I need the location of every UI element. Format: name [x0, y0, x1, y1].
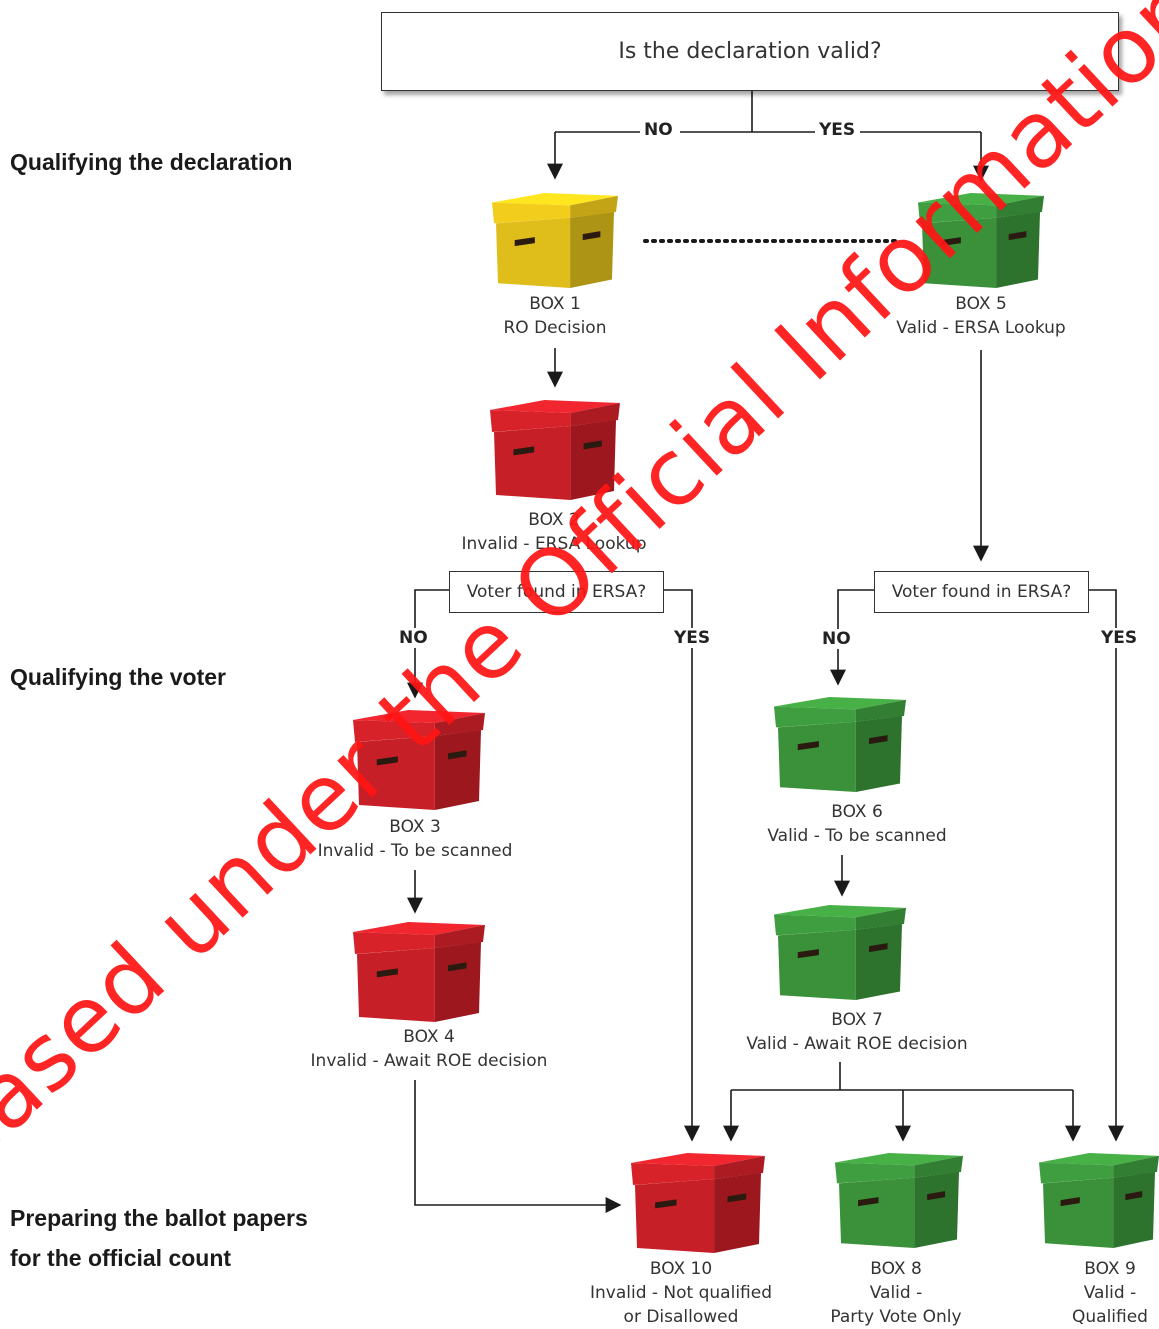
box4-title: BOX 4 — [403, 1027, 455, 1047]
branch-no-top: NO — [640, 120, 677, 140]
box1-desc: RO Decision — [503, 318, 607, 338]
box10-desc-2: or Disallowed — [623, 1307, 739, 1327]
box4-desc: Invalid - Await ROE decision — [310, 1051, 548, 1071]
box10-icon — [631, 1153, 765, 1253]
box2-title: BOX 2 — [528, 510, 580, 530]
box8-label: BOX 8 Valid - Party Vote Only — [806, 1257, 986, 1329]
section-preparing-ballot-2: for the official count — [10, 1245, 232, 1271]
box9-desc-1: Valid - — [1083, 1283, 1137, 1303]
box4-icon — [353, 922, 485, 1022]
box2-desc: Invalid - ERSA Lookup — [461, 534, 647, 554]
arrow-right-no — [830, 589, 874, 686]
branch-yes-right: YES — [1097, 628, 1142, 648]
section-qualifying-voter: Qualifying the voter — [10, 664, 226, 690]
box5-label: BOX 5 Valid - ERSA Lookup — [861, 292, 1101, 340]
box6-label: BOX 6 Valid - To be scanned — [737, 800, 977, 848]
box9-label: BOX 9 Valid - Qualified — [1062, 1257, 1158, 1329]
box3-icon — [353, 710, 485, 810]
box2-label: BOX 2 Invalid - ERSA Lookup — [434, 508, 674, 556]
branch-yes-left: YES — [670, 628, 715, 648]
box3-title: BOX 3 — [389, 817, 441, 837]
voter-question-right: Voter found in ERSA? — [874, 571, 1089, 613]
box7-label: BOX 7 Valid - Await ROE decision — [717, 1008, 997, 1056]
box8-desc-1: Valid - — [869, 1283, 923, 1303]
declaration-question: Is the declaration valid? — [381, 12, 1119, 91]
branch-yes-top: YES — [815, 120, 860, 140]
box1-icon — [492, 193, 618, 288]
arrow-left-no — [407, 589, 449, 699]
box8-icon — [835, 1153, 963, 1248]
box7-title: BOX 7 — [831, 1010, 883, 1030]
arrow-right-yes-to-box9 — [1089, 589, 1124, 1142]
box6-title: BOX 6 — [831, 802, 883, 822]
box8-title: BOX 8 — [870, 1259, 922, 1279]
box10-title: BOX 10 — [649, 1259, 713, 1279]
voter-question-right-text: Voter found in ERSA? — [891, 582, 1072, 602]
box9-title: BOX 9 — [1084, 1259, 1136, 1279]
voter-question-left: Voter found in ERSA? — [449, 571, 664, 613]
branch-no-left: NO — [395, 628, 432, 648]
voter-question-left-text: Voter found in ERSA? — [466, 582, 647, 602]
section-qualifying-declaration: Qualifying the declaration — [10, 149, 293, 175]
box10-label: BOX 10 Invalid - Not qualified or Disall… — [571, 1257, 791, 1329]
declaration-question-text: Is the declaration valid? — [618, 39, 882, 64]
box3-label: BOX 3 Invalid - To be scanned — [295, 815, 535, 863]
box8-desc-2: Party Vote Only — [830, 1307, 962, 1327]
box5-desc: Valid - ERSA Lookup — [896, 318, 1066, 338]
box3-desc: Invalid - To be scanned — [317, 841, 513, 861]
arrow-left-yes-to-box10 — [663, 589, 700, 1142]
box10-desc-1: Invalid - Not qualified — [589, 1283, 773, 1303]
box2-icon — [490, 400, 620, 500]
box6-icon — [774, 697, 906, 792]
box5-title: BOX 5 — [955, 294, 1007, 314]
box9-icon — [1039, 1153, 1159, 1248]
box1-title: BOX 1 — [529, 294, 581, 314]
box1-label: BOX 1 RO Decision — [455, 292, 655, 340]
box9-desc-2: Qualified — [1072, 1307, 1148, 1327]
box5-icon — [918, 193, 1044, 288]
box4-label: BOX 4 Invalid - Await ROE decision — [289, 1025, 569, 1073]
arrow-box4-to-box10 — [414, 1080, 622, 1213]
box6-desc: Valid - To be scanned — [767, 826, 947, 846]
box7-icon — [774, 905, 906, 1000]
section-preparing-ballot-1: Preparing the ballot papers — [10, 1205, 308, 1231]
box7-desc: Valid - Await ROE decision — [746, 1034, 968, 1054]
branch-no-right: NO — [818, 629, 855, 649]
connectors — [407, 90, 1124, 1213]
